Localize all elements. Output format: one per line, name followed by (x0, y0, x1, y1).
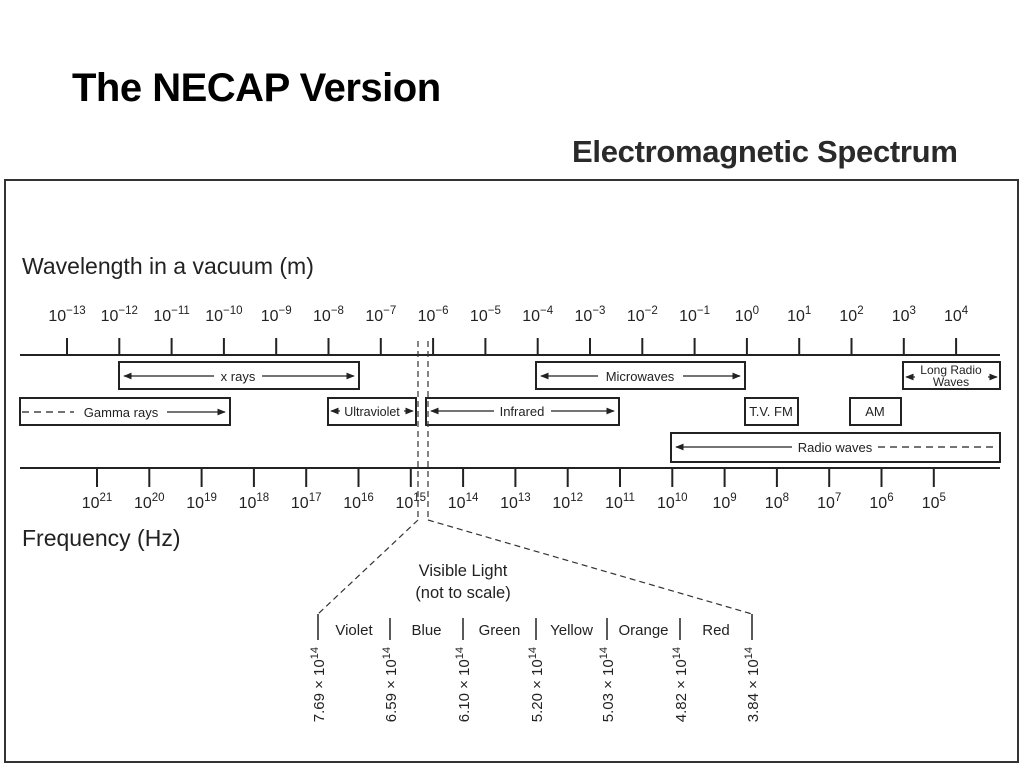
visible-color-green: Green (479, 622, 521, 639)
visible-frequency-label: 4.82 × 1014 (671, 647, 690, 722)
frequency-tick-label: 1013 (500, 492, 531, 512)
wavelength-tick-label: 10−5 (470, 305, 501, 325)
wavelength-axis-label: Wavelength in a vacuum (m) (22, 253, 314, 279)
frequency-tick-label: 1011 (605, 492, 635, 512)
wavelength-tick-label: 100 (735, 305, 759, 325)
wavelength-tick-label: 101 (787, 305, 811, 325)
wavelength-tick-label: 10−2 (627, 305, 658, 325)
visible-color-orange: Orange (618, 622, 668, 639)
band-label-long-radio-2: Waves (933, 375, 969, 389)
band-label-ultraviolet: Ultraviolet (344, 405, 400, 419)
band-gamma-rays: Gamma rays (19, 397, 231, 426)
frequency-tick-label: 109 (712, 492, 736, 512)
band-label-radio-waves: Radio waves (798, 440, 873, 455)
frequency-tick-label: 1018 (239, 492, 270, 512)
visible-color-labels: Violet Blue Green Yellow Orange Red (335, 622, 729, 639)
wavelength-ticks: 10−13 10−12 10−11 10−10 10−9 10−8 10−7 10−6 10−5… (48, 305, 969, 355)
band-label-am: AM (865, 404, 885, 419)
band-tv-fm: T.V. FM (744, 397, 799, 426)
band-ultraviolet: Ultraviolet (327, 397, 417, 426)
wavelength-tick-label: 10−11 (153, 305, 189, 325)
frequency-tick-label: 1021 (82, 492, 113, 512)
frequency-axis-label: Frequency (Hz) (22, 525, 180, 551)
frequency-tick-label: 108 (765, 492, 789, 512)
frequency-tick-label: 1017 (291, 492, 322, 512)
wavelength-tick-label: 10−3 (575, 305, 606, 325)
band-x-rays: x rays (118, 361, 360, 390)
visible-dividers (317, 614, 753, 640)
frequency-tick-label: 106 (869, 492, 893, 512)
wavelength-tick-label: 103 (892, 305, 916, 325)
visible-light-marker (317, 341, 753, 615)
visible-frequency-label: 6.10 × 1014 (454, 647, 473, 722)
visible-frequency-label: 7.69 × 1014 (309, 647, 328, 722)
wavelength-tick-label: 10−12 (101, 305, 138, 325)
frequency-tick-label: 1019 (186, 492, 217, 512)
band-long-radio-waves: Long Radio Waves (902, 361, 1001, 390)
band-label-microwaves: Microwaves (606, 369, 675, 384)
visible-frequency-label: 5.03 × 1014 (598, 647, 617, 722)
visible-color-yellow: Yellow (550, 622, 593, 639)
visible-frequency-label: 5.20 × 1014 (527, 647, 546, 722)
wavelength-tick-label: 10−10 (205, 305, 242, 325)
visible-color-blue: Blue (411, 622, 441, 639)
band-label-long-radio-1: Long Radio (920, 363, 982, 377)
slide-title: The NECAP Version (72, 66, 441, 110)
wavelength-tick-label: 10−8 (313, 305, 344, 325)
wavelength-tick-label: 10−7 (365, 305, 396, 325)
band-label-infrared: Infrared (500, 404, 545, 419)
frequency-tick-label: 1020 (134, 492, 165, 512)
wavelength-tick-label: 104 (944, 305, 969, 325)
band-radio-waves: Radio waves (670, 432, 1001, 463)
visible-light-subtitle: (not to scale) (415, 584, 510, 602)
visible-frequency-label: 3.84 × 1014 (743, 647, 762, 722)
band-label-x-rays: x rays (221, 369, 256, 384)
band-label-tv-fm: T.V. FM (749, 404, 793, 419)
figure-frame (4, 179, 1019, 763)
frequency-tick-label: 1010 (657, 492, 688, 512)
wavelength-tick-label: 10−6 (418, 305, 449, 325)
visible-frequency-labels: 7.69 × 1014 6.59 × 1014 6.10 × 1014 5.20 × … (309, 647, 762, 722)
visible-color-red: Red (702, 622, 730, 639)
frequency-ticks: 1021 1020 1019 1018 1017 1016 1015 1014 1013 1012… (82, 468, 946, 512)
frequency-tick-label: 1014 (448, 492, 479, 512)
frequency-tick-label: 1016 (343, 492, 374, 512)
wavelength-tick-label: 10−13 (48, 305, 85, 325)
visible-color-violet: Violet (335, 622, 373, 639)
band-label-gamma-rays: Gamma rays (84, 405, 159, 420)
wavelength-tick-label: 10−9 (261, 305, 292, 325)
visible-light-title: Visible Light (419, 562, 508, 580)
visible-frequency-label: 6.59 × 1014 (381, 647, 400, 722)
frequency-tick-label: 1012 (552, 492, 583, 512)
band-infrared: Infrared (425, 397, 620, 426)
frequency-tick-label: 1015 (395, 492, 426, 512)
figure-title: Electromagnetic Spectrum (572, 134, 958, 169)
frequency-tick-label: 107 (817, 492, 841, 512)
frequency-tick-label: 105 (922, 492, 946, 512)
band-am: AM (849, 397, 902, 426)
wavelength-tick-label: 10−4 (522, 305, 554, 325)
band-microwaves: Microwaves (535, 361, 746, 390)
wavelength-tick-label: 10−1 (679, 305, 710, 325)
wavelength-tick-label: 102 (839, 305, 863, 325)
